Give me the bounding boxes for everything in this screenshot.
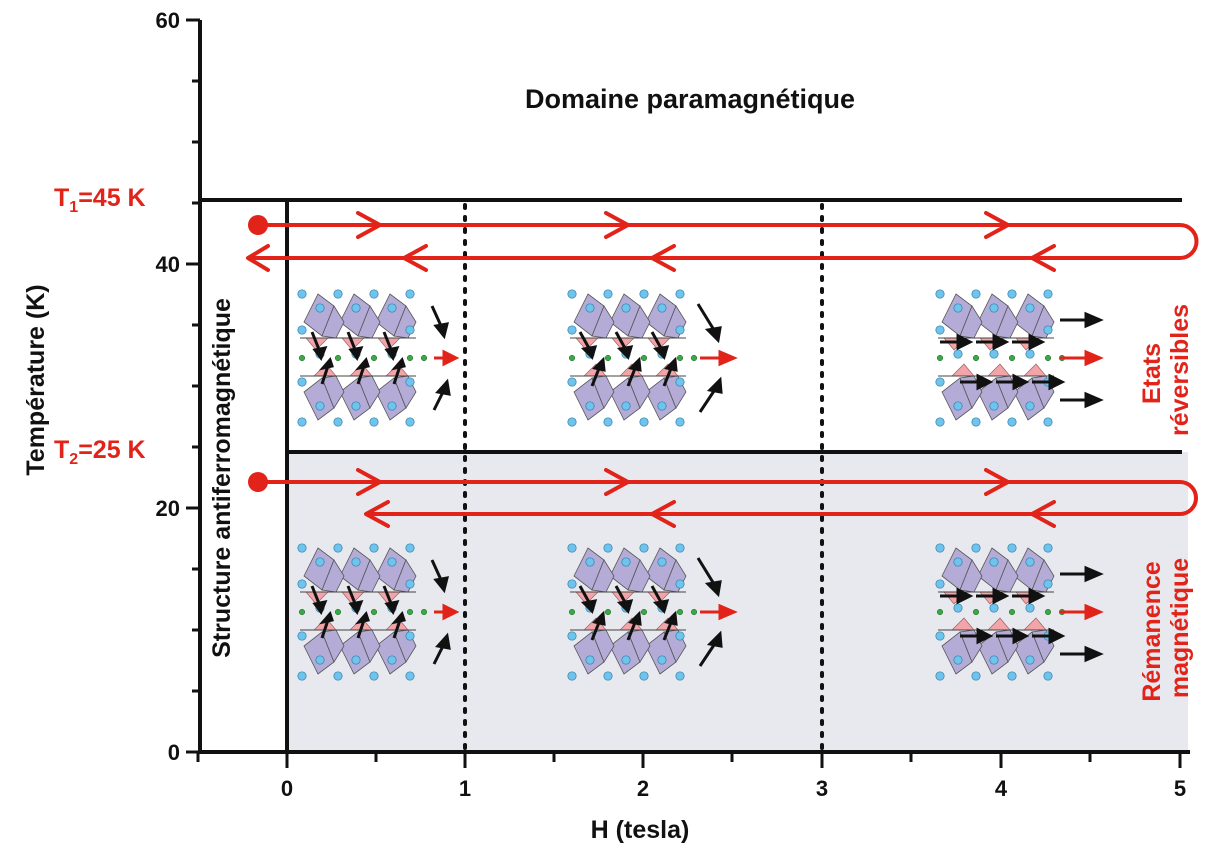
start-point-t1 xyxy=(248,215,268,235)
x-axis-title: H (tesla) xyxy=(591,816,690,844)
reversible-states-label: Etats réversibles xyxy=(1138,304,1194,436)
x-tick-label-1: 1 xyxy=(459,776,471,801)
structure-upper-h4 xyxy=(935,289,1104,427)
structure-lower-h0 xyxy=(297,543,460,681)
remanence-region xyxy=(288,452,1188,752)
field-cycle-loop-t2 xyxy=(256,468,1198,528)
start-point-t2 xyxy=(248,472,268,492)
y-axis-title: Température (K) xyxy=(22,284,50,475)
remanence-label: Rémanence magnétique xyxy=(1138,554,1194,701)
structure-lower-h4 xyxy=(935,543,1104,681)
y-tick-label-60: 60 xyxy=(156,8,180,33)
y-axis-ticks xyxy=(186,18,200,754)
x-tick-label-0: 0 xyxy=(281,776,293,801)
paramagnetic-domain-label: Domaine paramagnétique xyxy=(525,84,855,114)
structure-upper-h0 xyxy=(297,289,460,427)
x-tick-label-2: 2 xyxy=(637,776,649,801)
x-tick-label-3: 3 xyxy=(816,776,828,801)
field-cycle-loop-t1 xyxy=(246,211,1199,272)
structure-upper-h2 xyxy=(567,289,738,427)
y-tick-label-40: 40 xyxy=(156,252,180,277)
phase-boundaries xyxy=(200,198,1182,752)
x-tick-label-5: 5 xyxy=(1174,776,1186,801)
afm-structure-label: Structure antiferromagnétique xyxy=(208,298,236,658)
x-axis-ticks xyxy=(196,752,1182,768)
y-tick-label-20: 20 xyxy=(156,496,180,521)
y-tick-label-0: 0 xyxy=(168,740,180,765)
t2-label: T2=25 K xyxy=(54,436,146,468)
structure-lower-h2 xyxy=(567,543,738,681)
t1-label: T1=45 K xyxy=(54,184,146,216)
x-tick-label-4: 4 xyxy=(995,776,1008,801)
